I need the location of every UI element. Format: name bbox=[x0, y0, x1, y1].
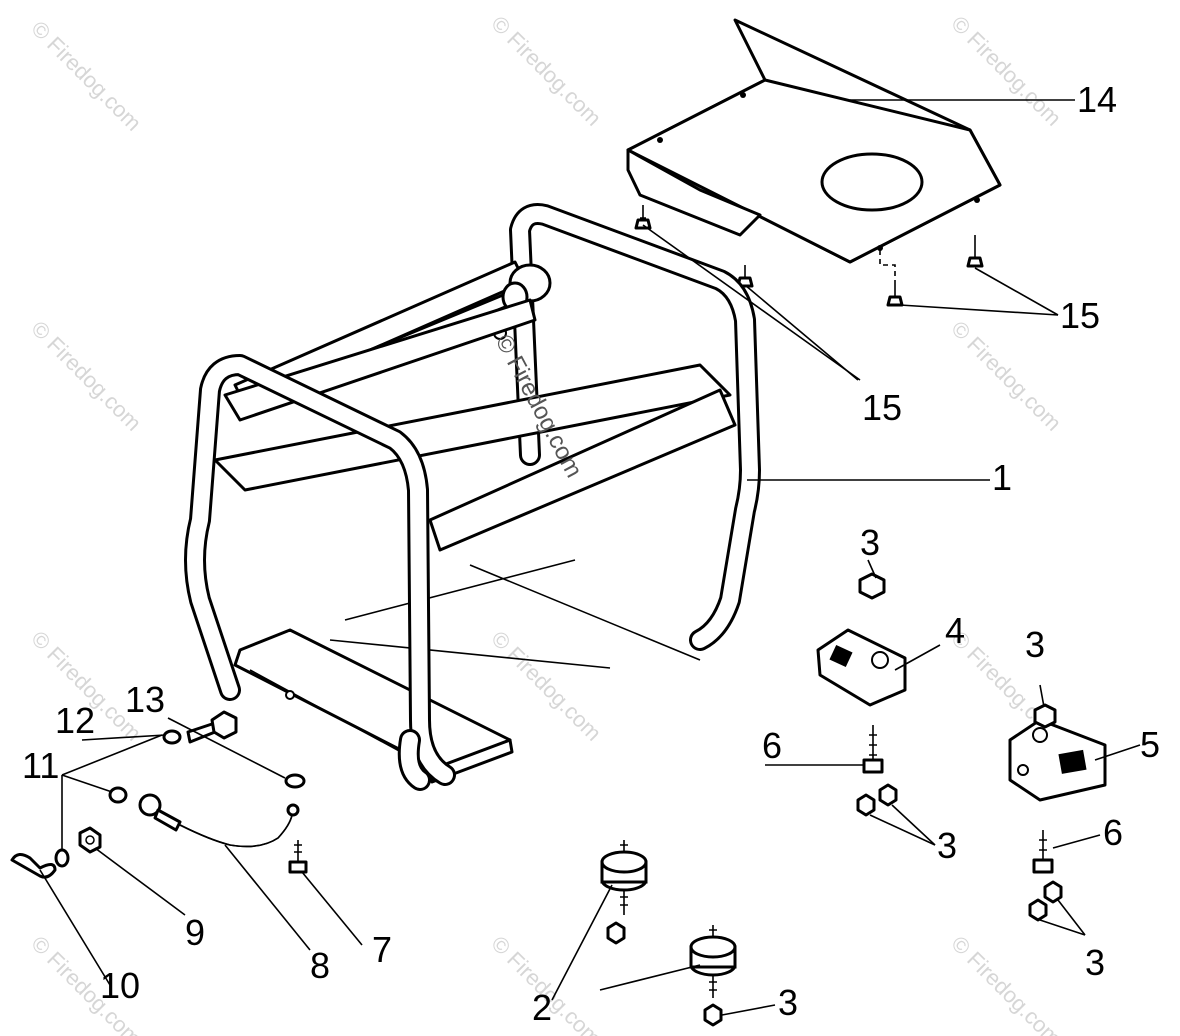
callout-6: 6 bbox=[1103, 812, 1123, 853]
small-hardware bbox=[10, 710, 306, 879]
mount-bracket-5 bbox=[1008, 703, 1107, 802]
callout-13: 13 bbox=[125, 679, 165, 720]
bolt-7 bbox=[288, 840, 308, 874]
callout-6: 6 bbox=[762, 725, 782, 766]
callout-5: 5 bbox=[1140, 724, 1160, 765]
callout-3: 3 bbox=[778, 982, 798, 1023]
callout-15: 15 bbox=[1060, 295, 1100, 336]
callout-4: 4 bbox=[945, 610, 965, 651]
callout-10: 10 bbox=[100, 965, 140, 1006]
bolts-6 bbox=[862, 725, 1054, 874]
watermark: © Firedog.com bbox=[486, 11, 606, 131]
callout-labels: 14 15 15 1 3 4 3 5 6 3 6 3 13 12 11 9 10… bbox=[22, 79, 1160, 1028]
callout-15: 15 bbox=[862, 387, 902, 428]
callout-2: 2 bbox=[532, 987, 552, 1028]
tubular-frame bbox=[184, 203, 761, 791]
rubber-mounts-2 bbox=[600, 840, 737, 998]
callout-11: 11 bbox=[22, 745, 59, 786]
callout-3: 3 bbox=[1025, 624, 1045, 665]
callout-8: 8 bbox=[310, 945, 330, 986]
callout-3: 3 bbox=[860, 522, 880, 563]
watermark: © Firedog.com bbox=[946, 316, 1066, 436]
watermark: © Firedog.com bbox=[946, 931, 1066, 1036]
callout-12: 12 bbox=[55, 700, 95, 741]
mount-bracket-4 bbox=[816, 572, 907, 707]
callout-1: 1 bbox=[992, 457, 1012, 498]
plate-screws bbox=[634, 205, 984, 307]
ground-cable-8 bbox=[138, 793, 300, 848]
callout-14: 14 bbox=[1077, 79, 1117, 120]
callout-9: 9 bbox=[185, 912, 205, 953]
watermark: © Firedog.com bbox=[946, 11, 1066, 131]
watermark: © Firedog.com bbox=[26, 16, 146, 136]
callout-3: 3 bbox=[1085, 942, 1105, 983]
callout-7: 7 bbox=[372, 929, 392, 970]
cover-plate bbox=[626, 18, 1002, 264]
watermark: © Firedog.com bbox=[26, 316, 146, 436]
leader-lines bbox=[39, 99, 1141, 1016]
nuts-3 bbox=[606, 783, 1063, 1027]
watermark: © Firedog.com bbox=[486, 626, 606, 746]
callout-3: 3 bbox=[937, 825, 957, 866]
